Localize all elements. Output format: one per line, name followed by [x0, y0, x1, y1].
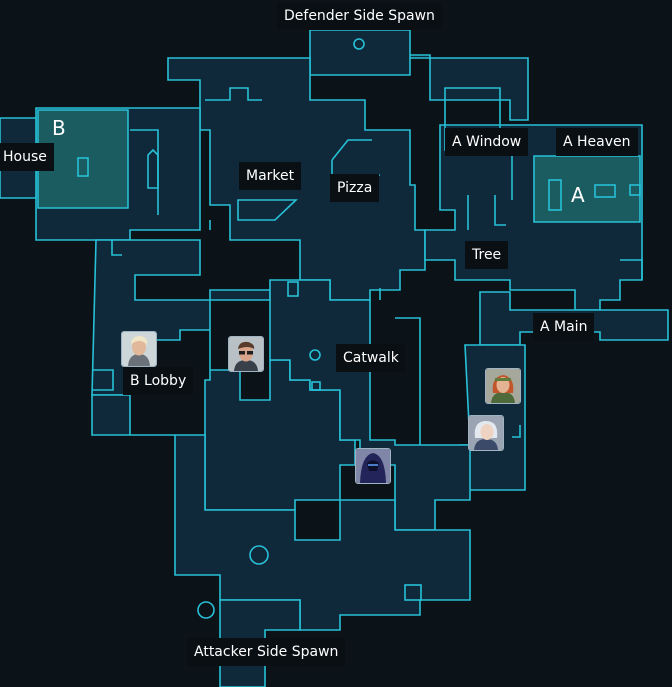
agent-portrait-redhead[interactable] [485, 368, 521, 404]
callout-b-lobby: B Lobby [123, 367, 194, 395]
callout-a-heaven: A Heaven [556, 128, 638, 156]
callout-a-main: A Main [533, 313, 595, 341]
agent-portrait-silverhair[interactable] [468, 415, 504, 451]
agent-hooded-icon [356, 449, 390, 483]
callout-house: House [0, 143, 54, 171]
agent-silverhair-icon [469, 416, 503, 450]
agent-portrait-glasses[interactable] [228, 336, 264, 372]
attacker-lower-area [91, 394, 471, 631]
callout-market: Market [239, 162, 302, 190]
callout-pizza: Pizza [330, 174, 380, 202]
agent-portrait-blonde[interactable] [121, 331, 157, 367]
defender-spawn-area [309, 29, 529, 121]
a-site-letter: A [571, 183, 585, 207]
agent-redhead-icon [486, 369, 520, 403]
agent-glasses-icon [229, 337, 263, 371]
callout-tree: Tree [465, 241, 509, 269]
callout-a-window: A Window [445, 128, 529, 156]
callout-attacker-spawn: Attacker Side Spawn [187, 638, 346, 666]
callout-catwalk: Catwalk [336, 344, 406, 372]
a-site-zone [533, 155, 641, 223]
callout-defender-spawn: Defender Side Spawn [277, 2, 442, 30]
agent-blonde-icon [122, 332, 156, 366]
b-site-letter: B [52, 116, 66, 140]
agent-portrait-hooded[interactable] [355, 448, 391, 484]
b-site-zone [37, 109, 129, 209]
